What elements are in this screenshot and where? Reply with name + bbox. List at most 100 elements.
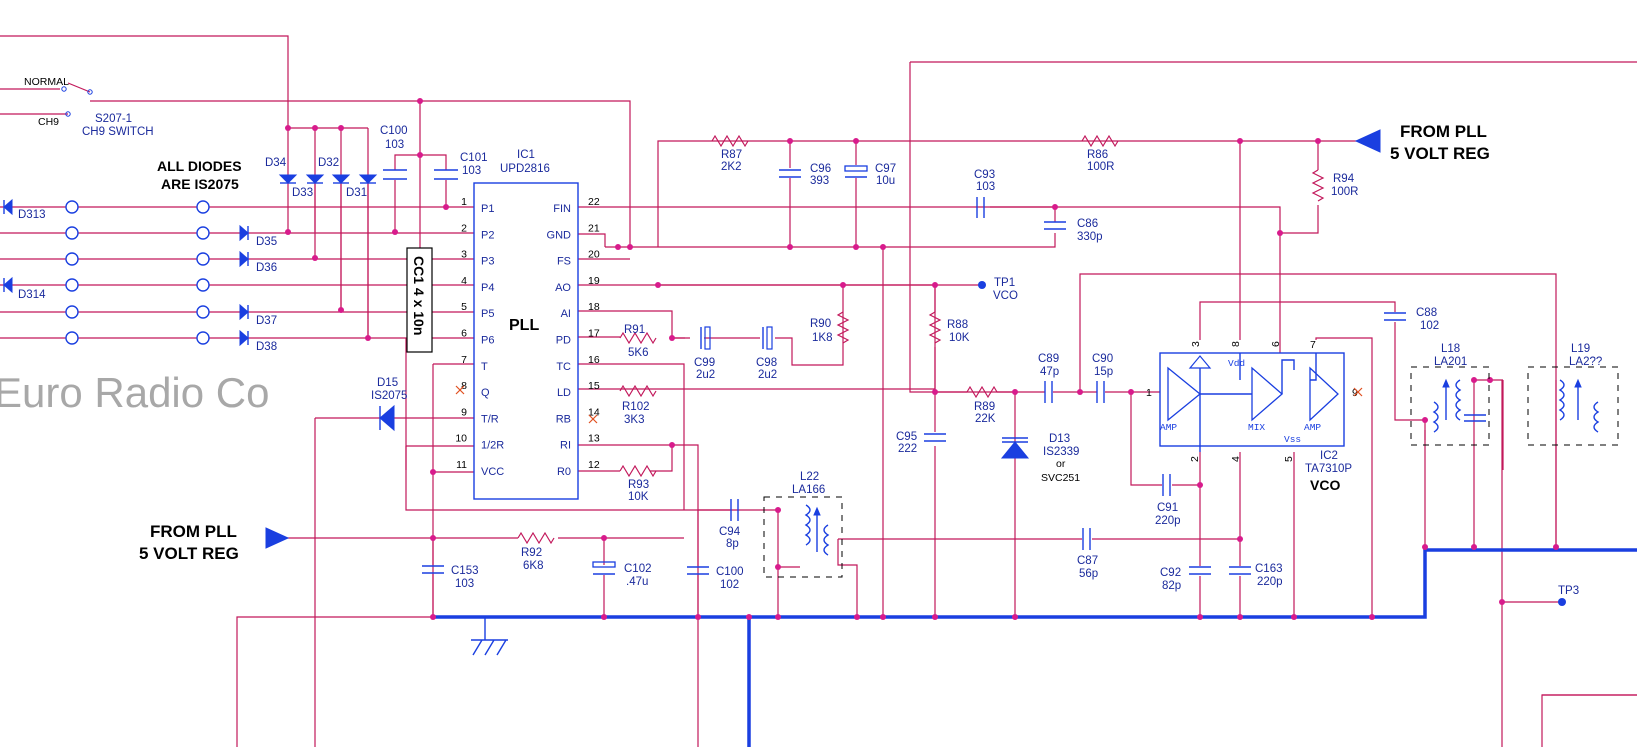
component-label: UPD2816 (500, 163, 550, 175)
component-label: D313 (18, 209, 46, 221)
component-label: L18 (1441, 343, 1460, 355)
ic1-pin-name: RI (560, 440, 571, 452)
ic1-pin-number: 22 (588, 196, 600, 208)
component-label: Vdd (1228, 358, 1245, 369)
component-label: 10K (949, 332, 970, 344)
coil-l22: L22 LA166 (763, 471, 843, 578)
component-label: FROM PLL (1400, 122, 1487, 141)
ic1-pin-number: 6 (461, 328, 467, 340)
component-label: C87 (1077, 555, 1098, 567)
component-label: 103 (976, 181, 995, 193)
ic1-pin-number: 12 (588, 459, 600, 471)
component-label: 103 (385, 139, 404, 151)
component-label: 330p (1077, 231, 1103, 243)
component-label: 7 (1310, 339, 1316, 351)
ic1-pin-number: 7 (461, 354, 467, 366)
component-label: TA7310P (1305, 463, 1352, 475)
component-label: 22K (975, 413, 996, 425)
component-label: LA166 (792, 484, 825, 496)
watermark: Euro Radio Co (0, 369, 269, 416)
component-label: R89 (974, 401, 995, 413)
connector-holes (65, 200, 210, 345)
supply-arrow-right: FROM PLL 5 VOLT REG (1354, 122, 1490, 163)
component-label: FROM PLL (150, 522, 237, 541)
d33-label: D33 (292, 187, 313, 199)
component-label: 5 VOLT REG (1390, 144, 1490, 163)
component-label: D35 (256, 236, 277, 248)
ic1-pin-name: 1/2R (481, 440, 504, 452)
ic1-pin-number: 2 (461, 222, 467, 234)
ic1-pin-number: 10 (455, 433, 467, 445)
switch-normal-label: NORMAL (24, 76, 69, 88)
component-label: 6 (1270, 341, 1282, 347)
ic1-pin-number: 15 (588, 380, 600, 392)
ic1-pin-number: 14 (588, 406, 600, 418)
ic1-pin-name: LD (557, 387, 571, 399)
component-label: LA201 (1434, 356, 1467, 368)
diode-d13: D13 IS2339 or SVC251 (1000, 433, 1080, 484)
component-label: R91 (624, 324, 645, 336)
component-label: C163 (1255, 563, 1283, 575)
component-label: R86 (1087, 149, 1108, 161)
ic1-pin-name: R0 (557, 466, 571, 478)
component-label: 103 (462, 165, 481, 177)
ic1-pin-name: P1 (481, 203, 494, 215)
ic1-pin-number: 21 (588, 222, 600, 234)
ic1-pin-number: 19 (588, 275, 600, 287)
ic1-pin-number: 11 (456, 459, 467, 471)
component-label: 220p (1257, 576, 1283, 588)
switch-name: CH9 SWITCH (82, 126, 154, 138)
component-label: 100R (1087, 161, 1115, 173)
component-label: 220p (1155, 515, 1181, 527)
ic1-pin-number: 3 (461, 249, 467, 261)
component-label: 2u2 (758, 369, 777, 381)
component-label: 10u (876, 175, 895, 187)
component-label: 15p (1094, 366, 1113, 378)
ic1-pin-name: GND (547, 229, 572, 241)
component-label: C98 (756, 357, 777, 369)
component-label: 5 VOLT REG (139, 544, 239, 563)
component-label: IS2339 (1043, 446, 1079, 458)
component-label: C91 (1157, 502, 1178, 514)
component-label: C102 (624, 563, 652, 575)
component-label: C100 (380, 125, 408, 137)
ic1-pin-name: P4 (481, 282, 494, 294)
component-label: 100R (1331, 186, 1359, 198)
ic1-pin-number: 16 (588, 354, 600, 366)
cc1-label: CC1 4 x 10n (411, 256, 427, 335)
component-label: 9 (1352, 387, 1358, 399)
component-label: 1 (1146, 387, 1152, 399)
component-label: 5K6 (628, 347, 648, 359)
component-label: C93 (974, 169, 995, 181)
ic1-pin-number: 17 (588, 328, 600, 340)
component-label: R93 (628, 479, 649, 491)
component-label: D37 (256, 315, 277, 327)
tp3: TP3 (1558, 585, 1579, 606)
component-label: AMP (1160, 422, 1177, 433)
wires (0, 35, 1637, 747)
component-label: 102 (720, 579, 739, 591)
component-label: R102 (622, 401, 650, 413)
component-label: C89 (1038, 353, 1059, 365)
diodes-note-line-2: ARE IS2075 (161, 176, 239, 192)
coil-l18: L18 LA201 (1410, 343, 1490, 446)
component-label: C90 (1092, 353, 1113, 365)
component-label: 56p (1079, 568, 1098, 580)
component-label: 2 (1189, 456, 1201, 462)
ch9-switch: NORMAL CH9 S207-1 CH9 SWITCH (24, 76, 154, 138)
component-label: 8p (726, 538, 739, 550)
component-label: IC2 (1320, 450, 1338, 462)
component-label: TP1 (994, 277, 1015, 289)
component-label: L19 (1571, 343, 1590, 355)
component-label: C97 (875, 163, 896, 175)
ic2-vco: AMP MIX AMP Vdd Vss 1 2 3 4 5 6 7 8 9 IC… (1146, 339, 1363, 493)
ic1-pin-name: P3 (481, 256, 494, 268)
ic1-pin-name: RB (556, 413, 571, 425)
cap-c101: C101 103 (434, 152, 488, 180)
ic1-pin-name: Q (481, 387, 490, 399)
component-label: 10K (628, 491, 649, 503)
component-label: D314 (18, 289, 46, 301)
component-label: 1K8 (812, 332, 832, 344)
